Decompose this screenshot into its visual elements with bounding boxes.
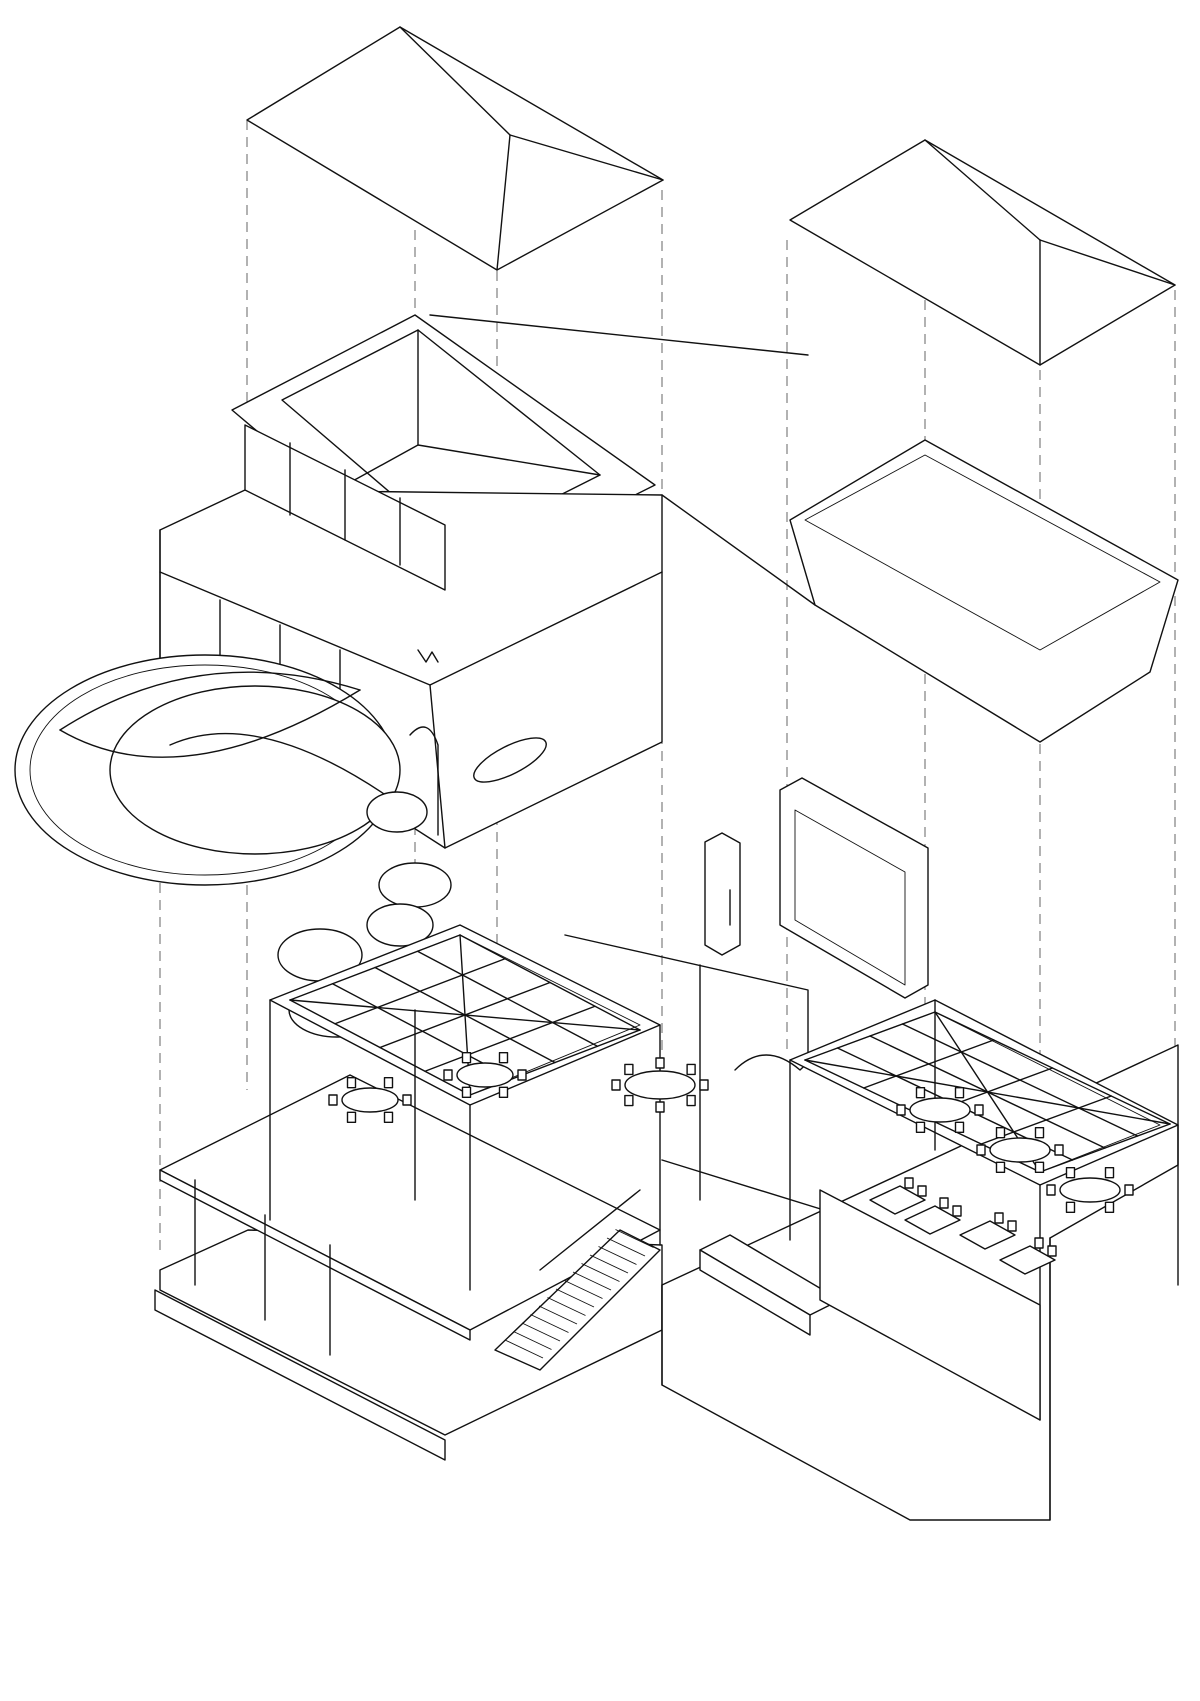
chair bbox=[915, 1086, 926, 1099]
pergola-beam bbox=[1039, 1123, 1171, 1173]
chair bbox=[896, 1104, 906, 1116]
rect-table bbox=[999, 1245, 1056, 1275]
chair bbox=[383, 1076, 394, 1089]
chair bbox=[686, 1063, 696, 1076]
chair bbox=[686, 1094, 696, 1107]
chair bbox=[1124, 1184, 1134, 1196]
chair bbox=[699, 1079, 709, 1091]
chair bbox=[976, 1144, 986, 1156]
chair bbox=[1104, 1201, 1115, 1214]
chair bbox=[624, 1094, 634, 1107]
stair-tread bbox=[555, 1288, 595, 1308]
rect-table bbox=[959, 1220, 1016, 1250]
left-pergola bbox=[269, 924, 661, 1291]
chair bbox=[1046, 1184, 1056, 1196]
chair bbox=[443, 1069, 453, 1081]
chair bbox=[1047, 1245, 1057, 1257]
chair bbox=[461, 1051, 472, 1064]
stair bbox=[494, 1189, 661, 1371]
chair bbox=[952, 1205, 962, 1217]
stair-tread bbox=[504, 1339, 544, 1359]
stair-tread bbox=[547, 1297, 586, 1316]
round-table bbox=[1059, 1177, 1121, 1203]
chair bbox=[461, 1086, 472, 1099]
chair bbox=[611, 1079, 621, 1091]
chair bbox=[1007, 1220, 1017, 1232]
upper-left-mass bbox=[159, 314, 663, 849]
chair bbox=[974, 1104, 984, 1116]
circular-garden bbox=[14, 654, 401, 886]
stair-tread bbox=[581, 1263, 620, 1282]
chair bbox=[1104, 1166, 1115, 1179]
chair bbox=[1034, 1161, 1045, 1174]
chair bbox=[402, 1094, 412, 1106]
stair-tread bbox=[572, 1271, 612, 1291]
stair-tread bbox=[538, 1305, 578, 1325]
right-roof bbox=[789, 139, 1176, 366]
chair bbox=[383, 1111, 394, 1124]
chair bbox=[1065, 1166, 1076, 1179]
chair bbox=[346, 1076, 357, 1089]
round-table bbox=[456, 1062, 514, 1088]
chair bbox=[655, 1101, 665, 1113]
stair-tread bbox=[589, 1254, 629, 1274]
pergola-beam bbox=[424, 1005, 596, 1072]
chair bbox=[1054, 1144, 1064, 1156]
left-roof bbox=[246, 26, 664, 271]
chair bbox=[624, 1063, 634, 1076]
chair bbox=[995, 1161, 1006, 1174]
stair-tread bbox=[598, 1246, 637, 1265]
round-table bbox=[624, 1070, 696, 1100]
furniture bbox=[328, 1051, 1134, 1275]
chair bbox=[1034, 1237, 1044, 1249]
upper-right-mass bbox=[661, 439, 1179, 743]
chair bbox=[498, 1086, 509, 1099]
chair bbox=[517, 1069, 527, 1081]
pergola-beam bbox=[416, 950, 599, 1047]
chair bbox=[954, 1086, 965, 1099]
stair-tread bbox=[615, 1229, 654, 1248]
stair-tread bbox=[606, 1237, 646, 1257]
right-pergola bbox=[789, 999, 1179, 1421]
rect-table bbox=[869, 1185, 926, 1215]
link-line bbox=[429, 314, 809, 356]
chair bbox=[995, 1126, 1006, 1139]
stair-tread bbox=[530, 1314, 569, 1333]
chair bbox=[1034, 1126, 1045, 1139]
stair-tread bbox=[513, 1331, 552, 1350]
chair bbox=[939, 1197, 949, 1209]
round-table bbox=[909, 1097, 971, 1123]
stair-tread bbox=[564, 1280, 603, 1299]
stair-tread bbox=[521, 1322, 561, 1342]
round-table bbox=[341, 1087, 399, 1113]
chair bbox=[915, 1121, 926, 1134]
chair bbox=[328, 1094, 338, 1106]
chair bbox=[954, 1121, 965, 1134]
pergola-beam bbox=[934, 1011, 1171, 1125]
pergola-beam bbox=[901, 1023, 1139, 1137]
chair bbox=[1065, 1201, 1076, 1214]
chair bbox=[346, 1111, 357, 1124]
pergola-beam bbox=[459, 934, 641, 1031]
round-table bbox=[989, 1137, 1051, 1163]
chair bbox=[655, 1057, 665, 1069]
chair bbox=[917, 1185, 927, 1197]
chair bbox=[904, 1177, 914, 1189]
rect-table bbox=[904, 1205, 961, 1235]
chair bbox=[994, 1212, 1004, 1224]
chair bbox=[498, 1051, 509, 1064]
